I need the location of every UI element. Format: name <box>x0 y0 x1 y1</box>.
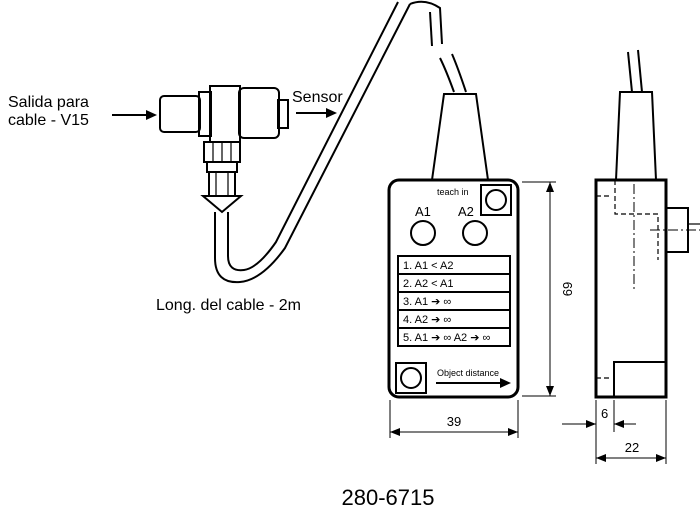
height-value: 69 <box>560 282 575 296</box>
offset-value: 6 <box>601 406 608 421</box>
t-connector <box>159 85 289 214</box>
object-distance-label: Object distance <box>437 368 499 378</box>
mode-table: 1. A1 < A2 2. A2 < A1 3. A1 ➔ ∞ 4. A2 ➔ … <box>397 255 511 347</box>
mode-row: 3. A1 ➔ ∞ <box>403 296 451 308</box>
offset-dimension: 6 <box>562 400 636 432</box>
height-dimension: 69 <box>522 181 575 397</box>
a1-label: A1 <box>415 204 431 219</box>
mode-row: 2. A2 < A1 <box>403 278 453 290</box>
teach-in-label: teach in <box>437 187 469 197</box>
sensor-label: Sensor <box>292 89 343 106</box>
object-distance-arrow <box>436 378 511 388</box>
part-number: 280-6715 <box>342 485 435 509</box>
output-label-line1: Salida para <box>8 94 89 111</box>
mode-row: 4. A2 ➔ ∞ <box>403 314 451 326</box>
sensor-cable <box>214 0 467 284</box>
cable-length-label: Long. del cable - 2m <box>156 297 301 314</box>
width-value: 39 <box>447 414 461 429</box>
sensor-arrow <box>296 108 337 118</box>
a2-button <box>462 220 488 246</box>
output-arrow <box>112 110 157 120</box>
depth-value: 22 <box>625 440 639 455</box>
a1-button <box>410 220 436 246</box>
output-label-line2: cable - V15 <box>8 112 89 129</box>
a2-label: A2 <box>458 204 474 219</box>
sensor-side-view <box>594 49 700 399</box>
width-dimension: 39 <box>389 400 519 438</box>
depth-dimension: 22 <box>595 400 667 464</box>
sensor-front-view: teach in A1 A2 1. A1 < A2 2. A2 < A1 3. … <box>387 93 520 399</box>
mode-row: 5. A1 ➔ ∞ A2 ➔ ∞ <box>403 332 490 344</box>
mode-row: 1. A1 < A2 <box>403 260 453 272</box>
